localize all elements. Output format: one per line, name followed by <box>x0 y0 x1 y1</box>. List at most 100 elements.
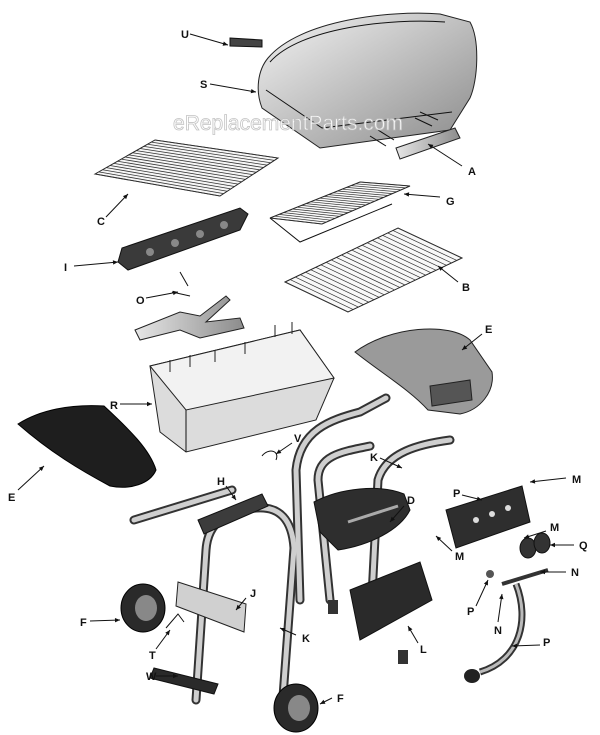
callout-arrowhead-r <box>147 401 152 407</box>
callout-label-m: M <box>572 474 581 486</box>
callout-label-d: D <box>407 495 415 507</box>
part-bracket-h <box>197 493 269 535</box>
part-cooking-grate <box>93 139 280 197</box>
callout-label-k: K <box>302 633 310 645</box>
part-regulator-hose <box>464 582 526 683</box>
callout-leader-m <box>529 477 567 483</box>
part-clip <box>261 450 278 461</box>
part-lid <box>257 12 478 149</box>
callout-label-c: C <box>97 216 105 228</box>
callout-arrowhead-h <box>231 494 236 500</box>
callout-label-e: E <box>485 324 492 336</box>
callout-label-p: P <box>453 488 460 500</box>
callout-label-o: O <box>136 295 145 307</box>
callout-label-v: V <box>294 433 302 445</box>
callout-label-p: P <box>467 606 474 618</box>
part-logo-badge <box>229 37 263 48</box>
callout-arrowhead-f <box>320 699 326 704</box>
part-side-shelf-left <box>17 405 157 488</box>
callout-label-r: R <box>110 400 118 412</box>
callout-arrowhead-u <box>222 41 228 46</box>
callout-label-p: P <box>543 637 550 649</box>
callout-label-h: H <box>217 476 225 488</box>
part-crossbar-j <box>175 581 247 633</box>
part-hook-t <box>165 613 185 629</box>
callout-arrowhead-e <box>38 466 44 472</box>
callout-arrowhead-k <box>280 627 286 633</box>
part-side-shelf-right <box>354 328 493 415</box>
callout-arrowhead-v <box>276 449 282 454</box>
part-wheel-right <box>273 683 319 733</box>
callout-leader-i <box>73 261 119 267</box>
part-warming-rack <box>269 181 411 243</box>
callout-leader-f <box>89 619 121 622</box>
callout-arrowhead-f <box>114 617 120 623</box>
part-firebox <box>149 322 335 453</box>
callout-arrowhead-d <box>390 516 395 522</box>
callout-arrowhead-p <box>483 580 488 586</box>
callout-arrowhead-m <box>436 536 442 542</box>
callout-arrowhead-m <box>524 534 530 539</box>
callout-arrowhead-w <box>173 673 178 679</box>
callout-label-u: U <box>181 29 189 41</box>
part-lid-handle <box>369 111 461 160</box>
callout-arrowhead-n <box>499 594 504 600</box>
part-feet <box>328 600 408 664</box>
callout-arrowhead-m <box>530 479 536 484</box>
callout-label-m: M <box>550 522 559 534</box>
part-wheel-left <box>120 583 166 633</box>
callout-arrowhead-c <box>122 194 128 200</box>
callout-label-l: L <box>420 644 427 656</box>
part-control-panel <box>445 485 531 549</box>
callout-label-g: G <box>446 196 455 208</box>
callout-label-w: W <box>146 671 157 683</box>
callout-leader-s <box>209 83 257 93</box>
callout-arrowhead-e <box>462 345 468 350</box>
callout-label-i: I <box>64 262 67 274</box>
callout-arrowhead-p <box>512 643 518 649</box>
callout-leader-u <box>189 33 229 46</box>
callout-leader-a <box>427 143 463 167</box>
callout-label-j: J <box>250 588 256 600</box>
callout-arrowhead-b <box>438 266 444 271</box>
part-leg-panel <box>349 561 433 641</box>
callout-arrowhead-t <box>165 630 170 636</box>
callout-arrowhead-p <box>476 496 482 501</box>
part-base-bar <box>149 667 219 695</box>
part-heat-shield <box>117 207 249 271</box>
callout-label-f: F <box>337 693 344 705</box>
callout-label-e: E <box>8 492 15 504</box>
callout-label-k: K <box>370 452 378 464</box>
callout-label-m: M <box>455 551 464 563</box>
part-control-knobs <box>519 532 551 559</box>
callout-arrowhead-o <box>172 290 178 296</box>
callout-label-n: N <box>494 625 502 637</box>
callout-label-a: A <box>468 166 476 178</box>
callout-arrowhead-g <box>404 192 410 197</box>
callout-leader-o <box>145 291 179 299</box>
callout-arrowhead-i <box>112 260 118 265</box>
callout-label-s: S <box>200 79 207 91</box>
callout-arrowhead-q <box>550 542 555 548</box>
part-valve <box>486 568 549 586</box>
callout-arrowhead-s <box>250 88 256 94</box>
part-tank-tray <box>313 487 411 551</box>
callout-label-n: N <box>571 567 579 579</box>
callout-leader-c <box>105 193 129 218</box>
callout-label-f: F <box>80 617 87 629</box>
callout-label-q: Q <box>579 540 588 552</box>
callout-arrowhead-a <box>428 144 434 149</box>
callout-label-b: B <box>462 282 470 294</box>
callout-leader-e <box>17 465 45 491</box>
callouts: U S A C G I O B E R E V K M H D P M Q M N J F P N T K L P W F <box>8 29 588 705</box>
callout-arrowhead-j <box>236 604 241 610</box>
callout-label-t: T <box>149 650 156 662</box>
watermark-text: eReplacementParts.com <box>173 112 403 135</box>
callout-arrowhead-k <box>396 463 402 468</box>
part-lower-grate <box>283 227 464 313</box>
callout-arrowhead-n <box>540 569 545 575</box>
part-burner <box>134 271 245 341</box>
callout-leader-g <box>403 193 441 198</box>
callout-arrowhead-l <box>408 626 413 632</box>
